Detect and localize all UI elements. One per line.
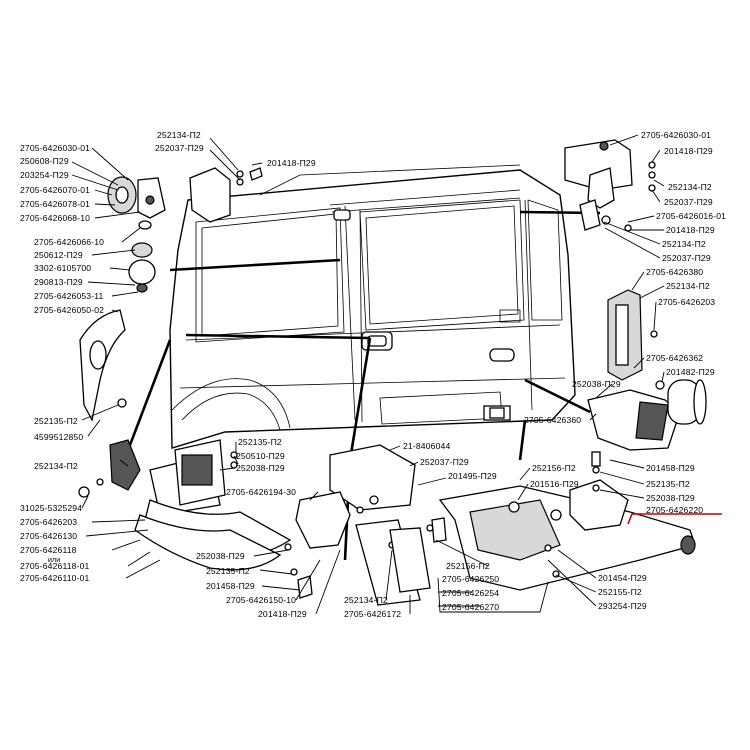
lower-roller-left (78, 439, 313, 599)
label-252135-p2-low: 252135-П2 (206, 566, 250, 576)
label-252038-p29-right-low: 252038-П29 (646, 493, 695, 503)
label-21-8406044: 21-8406044 (403, 441, 450, 451)
label-2705-6426070-01: 2705-6426070-01 (20, 185, 90, 195)
label-252134-p2-mid-left: 252134-П2 (34, 461, 78, 471)
lower-center-bracket (295, 444, 434, 606)
rear-upper-bracket (564, 139, 656, 232)
label-2705-6426254: 2705-6426254 (442, 588, 499, 598)
label-2705-6426172: 2705-6426172 (344, 609, 401, 619)
label-201482-p29: 201482-П29 (666, 367, 715, 377)
label-252037-p29-mid: 252037-П29 (420, 457, 469, 467)
label-201418-p29-low: 201418-П29 (258, 609, 307, 619)
label-250510-p29: 250510-П29 (236, 451, 285, 461)
label-31025-5325294: 31025-5325294 (20, 503, 82, 513)
label-2705-6426118-01: 2705-6426118-01 (20, 561, 90, 571)
label-201458-p29-right: 201458-П29 (646, 463, 695, 473)
label-252135-p2-right: 252135-П2 (646, 479, 690, 489)
label-201495-p29: 201495-П29 (448, 471, 497, 481)
label-2705-6426050-02: 2705-6426050-02 (34, 305, 104, 315)
label-2705-6426380: 2705-6426380 (646, 267, 703, 277)
label-252156-p2-low: 252156-П2 (446, 561, 490, 571)
label-252038-p29-mid: 252038-П29 (236, 463, 285, 473)
label-252134-p2-right-top: 252134-П2 (668, 182, 712, 192)
label-2705-6426110-01: 2705-6426110-01 (20, 573, 90, 583)
highlight-underline (627, 513, 722, 525)
door-track-lines (128, 210, 601, 561)
label-2705-6426150-10: 2705-6426150-10 (226, 595, 296, 605)
label-252134-p2-top: 252134-П2 (157, 130, 201, 140)
lower-rail-plate (431, 451, 696, 591)
label-2705-6426053-11: 2705-6426053-11 (34, 291, 104, 301)
leader-lines (71, 134, 665, 615)
label-ili: или (48, 557, 60, 564)
label-4599512850: 4599512850 (34, 432, 83, 442)
label-203254-p29: 203254-П29 (20, 170, 69, 180)
label-2705-6426030-01-left: 2705-6426030-01 (20, 143, 90, 153)
label-252155-p2: 252155-П2 (598, 587, 642, 597)
label-201458-p29-low: 201458-П29 (206, 581, 255, 591)
label-2705-6426118: 2705-6426118 (20, 545, 77, 555)
van-body-illustration (169, 164, 576, 449)
label-201418-p29-right: 201418-П29 (666, 225, 715, 235)
label-2705-6426066-10: 2705-6426066-10 (34, 237, 104, 247)
label-2705-6426194-30: 2705-6426194-30 (226, 487, 296, 497)
label-2705-6426203-left: 2705-6426203 (20, 517, 77, 527)
label-3302-6105700: 3302-6105700 (34, 263, 91, 273)
label-252134-p2-right: 252134-П2 (662, 239, 706, 249)
label-201454-p29: 201454-П29 (598, 573, 647, 583)
label-250612-p29: 250612-П29 (34, 250, 83, 260)
label-290813-p29: 290813-П29 (34, 277, 83, 287)
label-201418-p29-top: 201418-П29 (267, 158, 316, 168)
label-252156-p2-mid: 252156-П2 (532, 463, 576, 473)
label-293254-p29: 293254-П29 (598, 601, 647, 611)
upper-roller-assembly (79, 167, 263, 422)
label-252037-p29-right: 252037-П29 (662, 253, 711, 263)
label-2705-6426220: 2705-6426220 (646, 505, 703, 515)
label-2705-6426068-10: 2705-6426068-10 (20, 213, 90, 223)
label-252135-p2-mid: 252135-П2 (238, 437, 282, 447)
label-252037-p29-right-top: 252037-П29 (664, 197, 713, 207)
label-2705-6426250: 2705-6426250 (442, 574, 499, 584)
label-2705-6426030-01-right: 2705-6426030-01 (641, 130, 711, 140)
label-2705-6426130: 2705-6426130 (20, 531, 77, 541)
label-2705-6426360: 2705-6426360 (524, 415, 581, 425)
label-201418-p29-right-top: 201418-П29 (664, 146, 713, 156)
label-2705-6426203-right: 2705-6426203 (658, 297, 715, 307)
label-2705-6426016-01: 2705-6426016-01 (656, 211, 726, 221)
label-252037-p29-top: 252037-П29 (155, 143, 204, 153)
rear-lock-parts (587, 289, 707, 451)
label-252038-p29-right: 252038-П29 (572, 379, 621, 389)
label-252038-p29-low: 252038-П29 (196, 551, 245, 561)
label-250608-p29: 250608-П29 (20, 156, 69, 166)
label-252134-p2-right-mid: 252134-П2 (666, 281, 710, 291)
label-2705-6426078-01: 2705-6426078-01 (20, 199, 90, 209)
label-2705-6426270: 2705-6426270 (442, 602, 499, 612)
label-252134-p2-low: 252134-П2 (344, 595, 388, 605)
label-201516-p29: 201516-П29 (530, 479, 579, 489)
label-252135-p2-left: 252135-П2 (34, 416, 78, 426)
label-2705-6426362: 2705-6426362 (646, 353, 703, 363)
part-labels: 252134-П2 252037-П29 201418-П29 2705-642… (20, 130, 726, 619)
